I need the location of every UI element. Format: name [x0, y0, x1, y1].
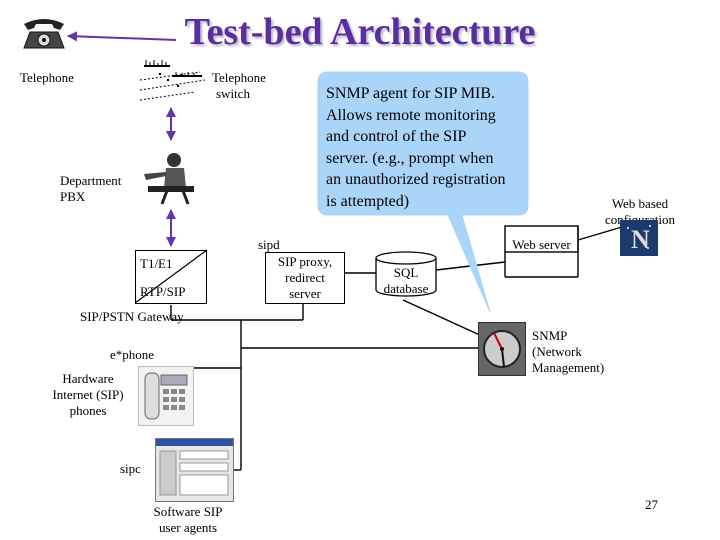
web-server-label: Web server — [512, 237, 571, 252]
ip-phone-icon — [138, 366, 194, 426]
sip-proxy-box — [265, 252, 345, 304]
page-number: 27 — [645, 497, 658, 512]
software-window-icon — [155, 438, 234, 502]
rotary-telephone-icon — [20, 16, 68, 50]
sipc-label: sipc — [120, 461, 141, 476]
department-pbx-label: Department PBX — [60, 173, 122, 204]
switch-lines — [139, 71, 206, 101]
t1e1-label: T1/E1 — [140, 256, 173, 271]
telephone-switch-label: Telephone switch — [212, 70, 266, 101]
sipd-label: sipd — [258, 237, 280, 252]
hardware-phones-label: Hardware Internet (SIP) phones — [52, 371, 124, 418]
sip-pstn-gateway-box — [135, 250, 207, 304]
gateway-divider — [134, 249, 208, 304]
callout-bubble — [317, 71, 529, 313]
telephone-switch-icon — [138, 60, 208, 106]
sql-database-label: SQL database — [383, 265, 429, 296]
telephone-switch-arrow — [67, 31, 177, 42]
ephone-label: e*phone — [110, 347, 155, 362]
web-server-box — [504, 225, 579, 253]
svg-text:N: N — [631, 225, 650, 254]
callout-text: SNMP agent for SIP MIB. Allows remote mo… — [326, 85, 506, 210]
pbx-operator-icon — [140, 150, 202, 206]
software-agents-label: Software SIP user agents — [153, 504, 223, 535]
sql-database-cylinder — [375, 251, 437, 297]
gauge-icon — [478, 322, 526, 376]
rtpsip-label: RTP/SIP — [140, 284, 186, 299]
gateway-label: SIP/PSTN Gateway — [80, 309, 184, 324]
telephone-label: Telephone — [20, 70, 74, 85]
page-title: Test-bed Architecture — [184, 11, 536, 53]
snmp-label: SNMP (Network Management) — [532, 328, 605, 375]
sip-proxy-label: SIP proxy, redirect server — [277, 254, 333, 301]
netscape-icon: N — [620, 220, 658, 256]
